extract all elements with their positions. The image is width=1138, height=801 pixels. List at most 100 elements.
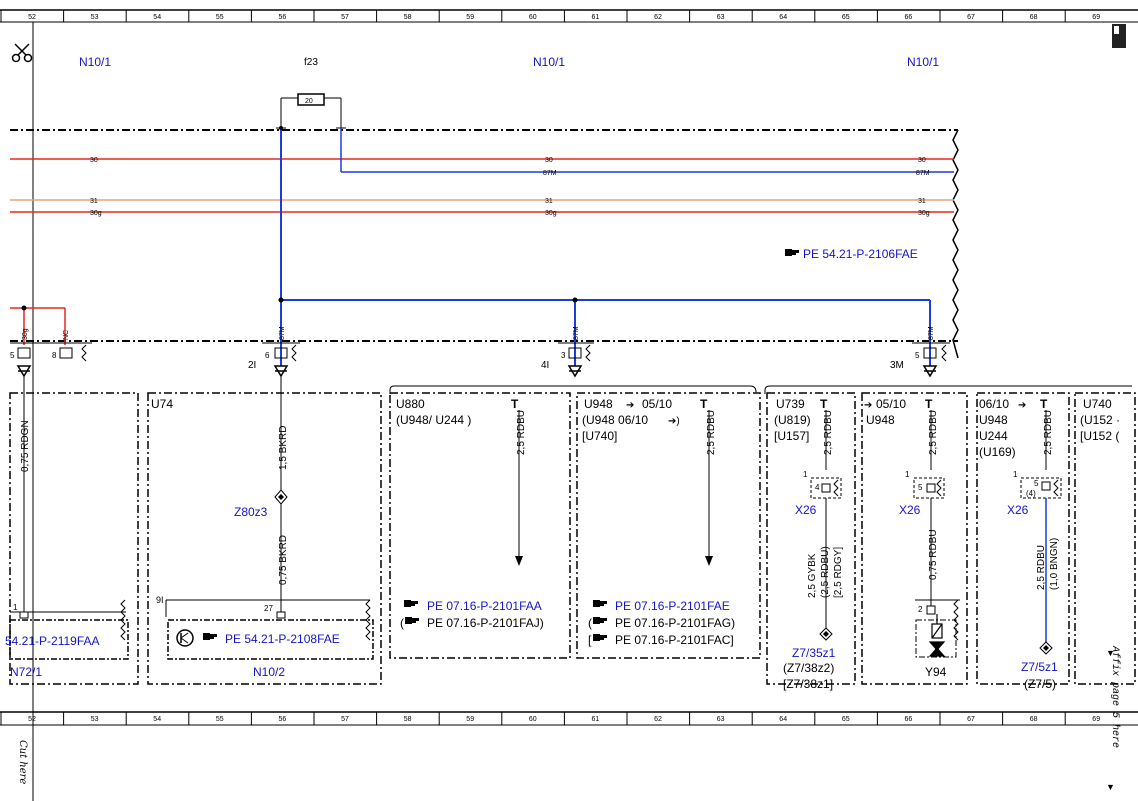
main-reference[interactable]: PE 54.21-P-2106FAE [785, 247, 918, 261]
splice-t-5: T [1040, 397, 1048, 411]
col-y94: ➔ 05/10 U948 T 2,5 RDBU 1 5 X26 0,75 RDB… [864, 397, 960, 679]
variant-date1: 05/10 [642, 397, 672, 411]
bus-87m-label-2: 87M [916, 170, 930, 177]
bus-30g-label-1: 30g [90, 210, 102, 217]
pin-x26-1: 1 [803, 470, 808, 479]
wire-87m-label-1: 87M [279, 326, 286, 340]
ruler-number: 60 [529, 716, 537, 723]
distribution-87m [280, 128, 931, 366]
col-z75: 06/10 ➔ U948 U244 (U169) T 2,5 RDBU 1 5 … [979, 397, 1062, 691]
component-z75p: (Z7/5) [1024, 677, 1056, 691]
pin-y94-2: 2 [918, 605, 923, 614]
main-reference-text: PE 54.21-P-2106FAE [803, 247, 918, 261]
component-z738b: [Z7/38z1] [783, 677, 833, 691]
col-rdgn: 0,75 RDGN 1 54.21-P-2119FAA N72/1 [5, 376, 126, 679]
col-u74: U74 1,5 BKRD Z80z3 0,75 BKRD 9I 27 PE 54… [151, 376, 371, 679]
ruler-number: 58 [404, 716, 412, 723]
wire-30g-label: 30g [22, 328, 29, 340]
ruler-number: 52 [28, 716, 36, 723]
splice-t-2: T [700, 397, 708, 411]
fuse-f23: f23 20 [276, 57, 346, 129]
pin-2l: 2I [248, 360, 256, 371]
pin-x26-5b: 5 [1034, 479, 1039, 488]
wire-87m-label-3: 87M [928, 326, 935, 340]
variant-date3: 06/10 [979, 397, 1009, 411]
wire-bkrd075: 0,75 BKRD [278, 535, 289, 585]
ruler-number: 64 [779, 716, 787, 723]
splice-t-3: T [820, 397, 828, 411]
hand-pointer-icon [405, 617, 419, 624]
wire-rdbu-paren: (2,5 RDBU) [820, 546, 831, 598]
ref-faj-paren: ( [400, 616, 404, 630]
pin-x26-4b: (4) [1026, 489, 1036, 498]
wire-rdbu075: 0,75 RDBU [928, 529, 939, 580]
bus-30-label-3: 30 [918, 157, 926, 164]
sensor-icon [176, 629, 194, 647]
arrow-right-icon: ➔ [1018, 400, 1026, 411]
bus-31-label-2: 31 [545, 198, 553, 205]
ref-fag-paren: ( [588, 616, 592, 630]
variant-u74: U74 [151, 397, 173, 411]
hand-pointer-icon [593, 617, 607, 624]
ruler-number: 65 [842, 716, 850, 723]
fuse-name: f23 [304, 57, 318, 68]
col-u880: U880 (U948/ U244 ) T 2,5 RDBU PE 07.16-P… [396, 397, 544, 630]
ruler-number: 54 [153, 716, 161, 723]
ruler-number: 55 [216, 14, 224, 21]
left-30g-feed [10, 307, 66, 345]
component-z75: Z7/5z1 [1021, 660, 1058, 674]
ref-2119: 54.21-P-2119FAA [5, 634, 100, 648]
ref-faa: PE 07.16-P-2101FAA [427, 599, 542, 613]
bus-31-label-1: 31 [90, 198, 98, 205]
wire-87m-label-2: 87M [573, 326, 580, 340]
pin-3m: 3M [890, 360, 904, 371]
variant-u948c: U948 [866, 413, 895, 427]
ruler-number: 59 [466, 716, 474, 723]
pin-27: 27 [264, 604, 273, 613]
variant-date2: 05/10 [876, 397, 906, 411]
variant-u739: U739 [776, 397, 805, 411]
bus-31: 31 31 31 [10, 198, 954, 205]
ruler-number: 61 [592, 14, 600, 21]
wire-bkrd15: 1,5 BKRD [278, 426, 289, 470]
wire-bngn: (1,0 BNGN) [1049, 538, 1060, 590]
triangle-down-icon: ▼ [1106, 648, 1115, 658]
cut-here-text: Cut here [17, 740, 28, 784]
wire-rdgy: [2,5 RDGY] [833, 547, 844, 598]
ruler-number: 57 [341, 716, 349, 723]
bus-87m-label-1: 87M [543, 170, 557, 177]
component-boxes [9, 619, 374, 660]
ruler-number: 58 [404, 14, 412, 21]
ruler-number: 69 [1092, 716, 1100, 723]
group-boxes [9, 392, 1136, 685]
ruler-number: 67 [967, 716, 975, 723]
ruler-number: 65 [842, 14, 850, 21]
ref-faj: PE 07.16-P-2101FAJ) [427, 616, 544, 630]
variant-u169: (U169) [979, 445, 1016, 459]
splice-t-1: T [511, 397, 519, 411]
ruler-number: 52 [28, 14, 36, 21]
variant-u948-244: (U948/ U244 ) [396, 413, 471, 427]
pin-1: 1 [13, 603, 18, 612]
housing-right-jagged [952, 129, 959, 359]
wire-rdbu-1: 2,5 RDBU [516, 410, 527, 455]
wire-rdbu-6: 2,5 RDBU [1036, 545, 1047, 590]
connector-x26-2: X26 [899, 503, 921, 517]
variant-bracket [389, 385, 1132, 394]
ruler-number: 55 [216, 716, 224, 723]
ruler-number: 56 [279, 716, 287, 723]
splice-triangles [16, 365, 938, 378]
bus-30-label-2: 30 [545, 157, 553, 164]
bus-30g-label-3: 30g [918, 210, 930, 217]
variant-u740: U740 [1083, 397, 1112, 411]
bus-31-label-3: 31 [918, 198, 926, 205]
arrow-right-icon: ➔) [668, 416, 680, 427]
ruler-number: 59 [466, 14, 474, 21]
hand-pointer-icon [593, 634, 607, 641]
hand-pointer-icon [203, 633, 217, 640]
ruler-number: 53 [91, 716, 99, 723]
pin-x26-4: 4 [815, 483, 820, 492]
fuse-rating: 20 [305, 98, 313, 105]
